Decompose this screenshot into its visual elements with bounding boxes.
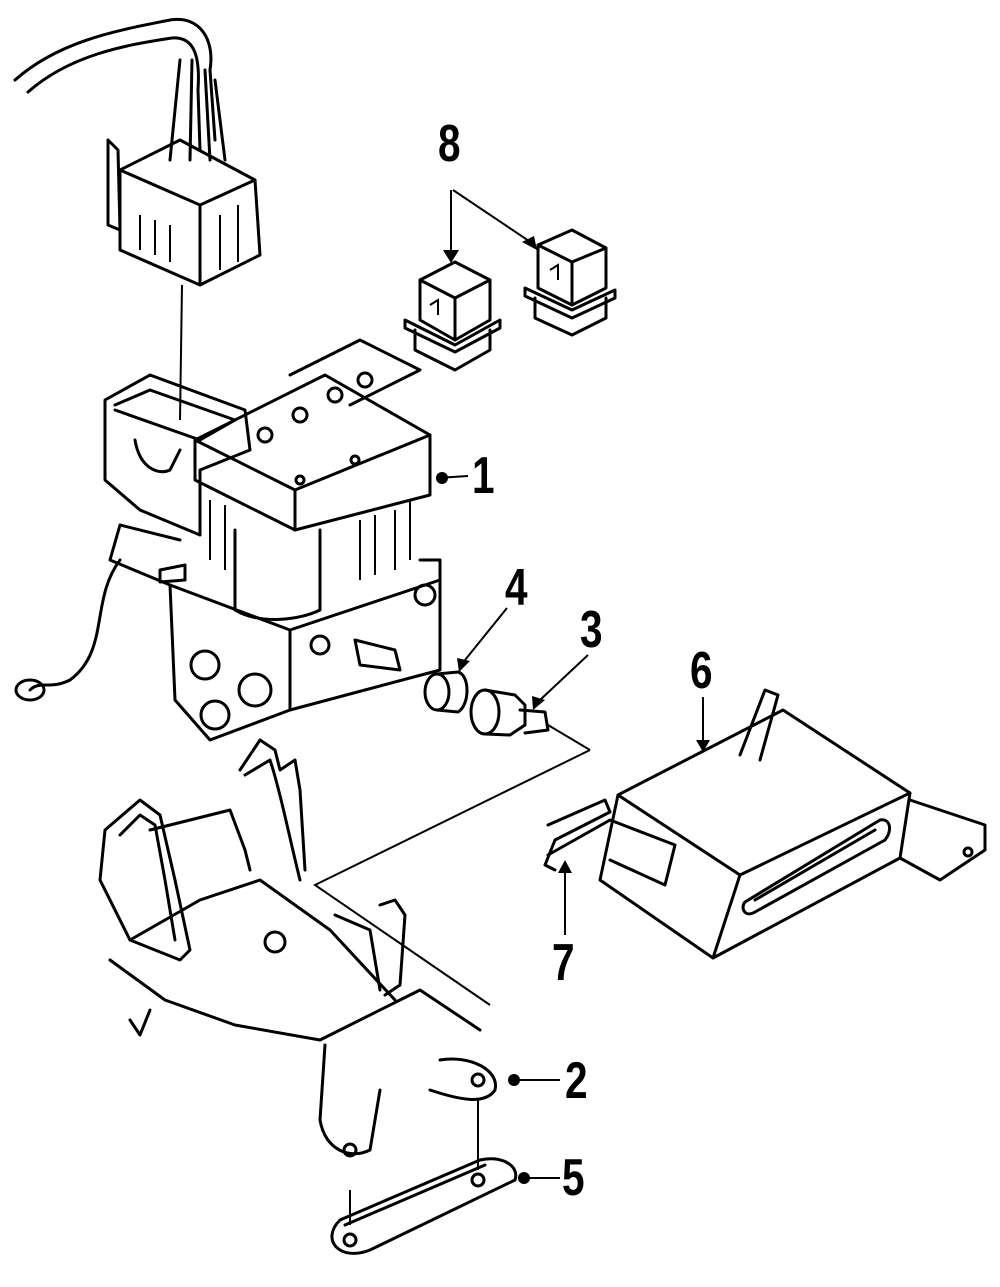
callout-5: 5 [562, 1149, 585, 1207]
module-bracket [543, 798, 612, 872]
wiring-harness [13, 17, 227, 162]
arrowhead-1 [436, 472, 448, 484]
callout-leaders [436, 189, 710, 1184]
relay-left [403, 260, 502, 372]
leader-4 [464, 607, 508, 661]
leader-3 [539, 654, 589, 701]
hydraulic-control-unit [14, 338, 442, 742]
arrowhead-6 [696, 740, 710, 752]
leader-8-right [452, 189, 533, 244]
arrowhead-8-left [443, 250, 459, 263]
callout-4: 4 [505, 559, 528, 617]
arrowhead-3 [532, 696, 545, 710]
arrowhead-7 [558, 860, 572, 873]
callout-7: 7 [552, 934, 575, 992]
pressure-switch [469, 688, 550, 737]
callout-3: 3 [580, 601, 603, 659]
arrowhead-8-right [522, 236, 537, 250]
lower-bracket-plate [330, 1157, 518, 1255]
callout-1: 1 [472, 447, 495, 505]
callout-6: 6 [690, 642, 713, 700]
seal-bushing [423, 670, 469, 714]
control-module [546, 688, 987, 960]
callout-2: 2 [565, 1052, 588, 1110]
arrowhead-5 [518, 1172, 530, 1184]
callout-8: 8 [438, 115, 461, 173]
relay-right [523, 228, 617, 337]
arrowhead-2 [508, 1074, 520, 1086]
switch-leader-line [547, 724, 591, 751]
assembly-leader-line [313, 749, 591, 1006]
connector-leader-line [179, 284, 183, 421]
mounting-bracket [98, 738, 497, 1158]
harness-connector [106, 138, 262, 287]
arrowhead-4 [457, 658, 470, 672]
